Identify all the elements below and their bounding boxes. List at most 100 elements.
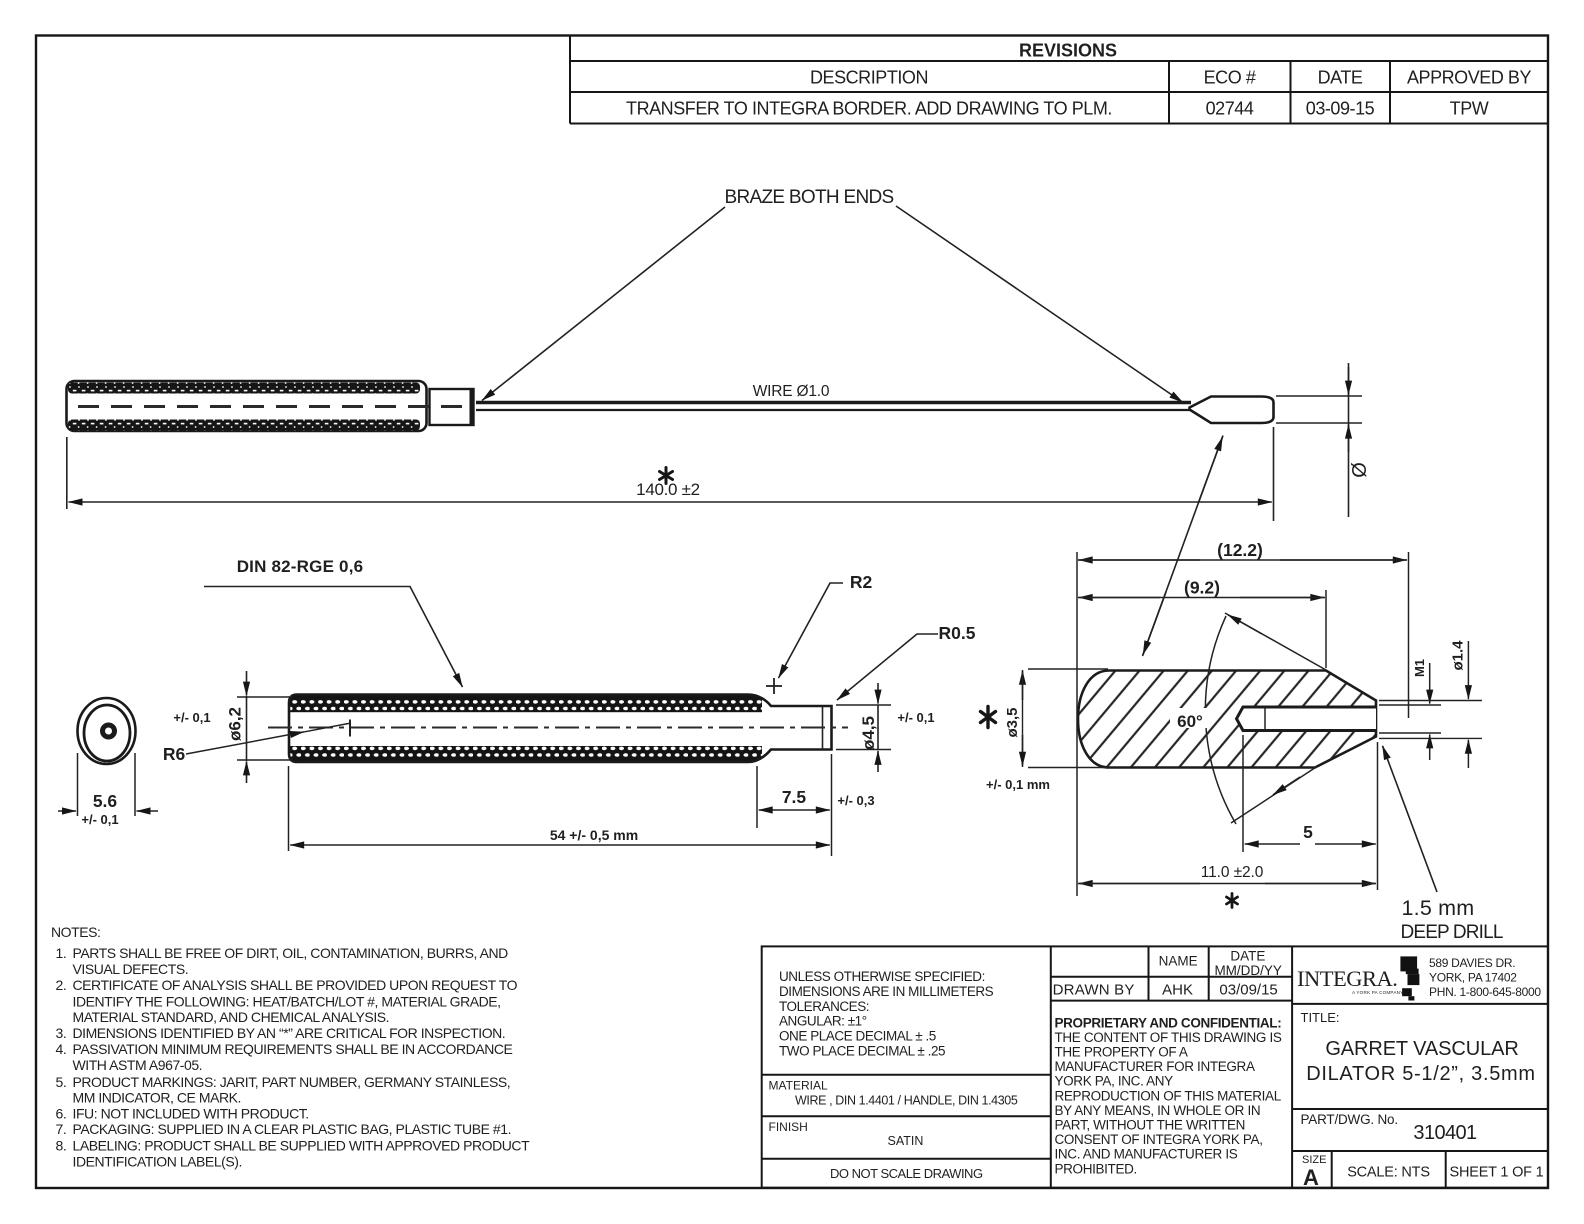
- svg-text:R6: R6: [163, 744, 186, 764]
- svg-text:589 DAVIES DR.: 589 DAVIES DR.: [1429, 956, 1515, 970]
- svg-text:M1: M1: [1412, 659, 1427, 677]
- svg-text:MM INDICATOR, CE MARK.: MM INDICATOR, CE MARK.: [73, 1090, 241, 1106]
- svg-text:MATERIAL STANDARD, AND CHEMICA: MATERIAL STANDARD, AND CHEMICAL ANALYSIS…: [73, 1009, 390, 1025]
- svg-text:4.: 4.: [56, 1041, 67, 1057]
- svg-text:(9.2): (9.2): [1184, 578, 1220, 598]
- svg-text:PROPRIETARY AND CONFIDENTIAL:: PROPRIETARY AND CONFIDENTIAL:: [1055, 1015, 1282, 1030]
- svg-text:2.: 2.: [56, 977, 67, 993]
- svg-text:02744: 02744: [1206, 99, 1254, 119]
- svg-text:YORK PA, INC. ANY: YORK PA, INC. ANY: [1055, 1074, 1174, 1089]
- svg-text:PHN. 1-800-645-8000: PHN. 1-800-645-8000: [1429, 985, 1541, 999]
- svg-text:IFU: NOT INCLUDED WITH PRODUCT: IFU: NOT INCLUDED WITH PRODUCT.: [73, 1106, 309, 1122]
- svg-text:SCALE: NTS: SCALE: NTS: [1347, 1165, 1430, 1181]
- svg-text:PASSIVATION MINIMUM REQUIREMEN: PASSIVATION MINIMUM REQUIREMENTS SHALL B…: [73, 1041, 513, 1057]
- svg-text:DO NOT SCALE DRAWING: DO NOT SCALE DRAWING: [830, 1166, 983, 1181]
- svg-text:CONSENT OF INTEGRA YORK PA,: CONSENT OF INTEGRA YORK PA,: [1055, 1132, 1263, 1147]
- svg-text:ANGULAR: ±1°: ANGULAR: ±1°: [779, 1014, 867, 1029]
- svg-text:WITH ASTM A967-05.: WITH ASTM A967-05.: [73, 1057, 203, 1073]
- svg-text:R0.5: R0.5: [939, 623, 976, 643]
- svg-text:TRANSFER TO INTEGRA BORDER. AD: TRANSFER TO INTEGRA BORDER. ADD DRAWING …: [626, 99, 1112, 119]
- svg-text:ECO #: ECO #: [1204, 68, 1256, 88]
- svg-text:PART/DWG. No.: PART/DWG. No.: [1301, 1112, 1398, 1127]
- svg-text:5.: 5.: [56, 1074, 67, 1090]
- svg-text:TOLERANCES:: TOLERANCES:: [779, 999, 869, 1014]
- svg-text:+/- 0,1: +/- 0,1: [897, 710, 934, 725]
- svg-text:PACKAGING: SUPPLIED IN A CLEAR: PACKAGING: SUPPLIED IN A CLEAR PLASTIC B…: [73, 1121, 512, 1137]
- svg-text:A: A: [1303, 1165, 1319, 1190]
- svg-text:BY ANY MEANS, IN WHOLE OR IN: BY ANY MEANS, IN WHOLE OR IN: [1055, 1103, 1261, 1118]
- svg-text:DESCRIPTION: DESCRIPTION: [810, 68, 928, 88]
- svg-text:7.5: 7.5: [782, 787, 807, 807]
- svg-text:DILATOR 5-1/2”, 3.5mm: DILATOR 5-1/2”, 3.5mm: [1306, 1063, 1536, 1085]
- svg-text:DATE: DATE: [1318, 68, 1363, 88]
- svg-text:60°: 60°: [1177, 712, 1203, 731]
- svg-text:PART, WITHOUT THE WRITTEN: PART, WITHOUT THE WRITTEN: [1055, 1118, 1246, 1133]
- svg-text:MATERIAL: MATERIAL: [769, 1079, 828, 1093]
- svg-text:AHK: AHK: [1162, 982, 1193, 999]
- svg-text:REVISIONS: REVISIONS: [1019, 41, 1117, 61]
- svg-text:TPW: TPW: [1450, 99, 1489, 119]
- svg-text:3.: 3.: [56, 1025, 67, 1041]
- svg-text:THE CONTENT OF THIS DRAWING IS: THE CONTENT OF THIS DRAWING IS: [1055, 1030, 1282, 1045]
- svg-text:NOTES:: NOTES:: [51, 924, 100, 940]
- svg-text:APPROVED BY: APPROVED BY: [1407, 68, 1532, 88]
- svg-text:03/09/15: 03/09/15: [1219, 982, 1277, 999]
- svg-text:NAME: NAME: [1159, 954, 1198, 969]
- svg-text:IDENTIFY THE FOLLOWING: HEAT/B: IDENTIFY THE FOLLOWING: HEAT/BATCH/LOT #…: [73, 993, 501, 1009]
- svg-text:ONE PLACE DECIMAL ± .5: ONE PLACE DECIMAL ± .5: [779, 1029, 936, 1044]
- svg-text:1.5 mm: 1.5 mm: [1402, 896, 1475, 920]
- svg-text:UNLESS OTHERWISE SPECIFIED:: UNLESS OTHERWISE SPECIFIED:: [779, 969, 985, 984]
- svg-text:TWO PLACE DECIMAL ± .25: TWO PLACE DECIMAL ± .25: [779, 1044, 945, 1059]
- svg-text:DIN 82-RGE 0,6: DIN 82-RGE 0,6: [237, 557, 364, 576]
- svg-text:DRAWN BY: DRAWN BY: [1053, 982, 1135, 999]
- svg-text:5: 5: [1303, 822, 1313, 842]
- svg-text:GARRET VASCULAR: GARRET VASCULAR: [1325, 1038, 1518, 1060]
- svg-text:SHEET 1 OF 1: SHEET 1 OF 1: [1449, 1165, 1543, 1181]
- svg-text:+/- 0,1: +/- 0,1: [81, 812, 118, 827]
- svg-text:+/- 0,1 mm: +/- 0,1 mm: [986, 777, 1050, 792]
- svg-text:6.: 6.: [56, 1106, 67, 1122]
- svg-text:INTEGRA.: INTEGRA.: [1297, 966, 1397, 991]
- svg-text:PRODUCT MARKINGS: JARIT, PART: PRODUCT MARKINGS: JARIT, PART NUMBER, GE…: [73, 1074, 511, 1090]
- svg-text:DIMENSIONS IDENTIFIED BY AN “*: DIMENSIONS IDENTIFIED BY AN “*” ARE CRIT…: [73, 1025, 506, 1041]
- svg-text:ø6,2: ø6,2: [226, 707, 245, 741]
- svg-text:ø1.4: ø1.4: [1450, 640, 1467, 671]
- svg-text:WIRE , DIN 1.4401 / HANDLE, DI: WIRE , DIN 1.4401 / HANDLE, DIN 1.4305: [795, 1094, 1018, 1108]
- svg-text:A YORK PA COMPANY: A YORK PA COMPANY: [1352, 990, 1403, 995]
- svg-text:DEEP DRILL: DEEP DRILL: [1401, 922, 1503, 943]
- svg-text:8.: 8.: [56, 1137, 67, 1153]
- svg-text:FINISH: FINISH: [769, 1120, 808, 1134]
- svg-text:REPRODUCTION OF THIS MATERIAL: REPRODUCTION OF THIS MATERIAL: [1055, 1088, 1282, 1103]
- svg-text:Ø: Ø: [1349, 462, 1371, 478]
- svg-text:R2: R2: [850, 572, 873, 592]
- svg-text:310401: 310401: [1413, 1122, 1477, 1144]
- svg-text:ø3,5: ø3,5: [1004, 707, 1021, 737]
- svg-text:PROHIBITED.: PROHIBITED.: [1055, 1161, 1137, 1176]
- svg-text:140.0 ±2: 140.0 ±2: [636, 480, 700, 499]
- svg-text:TITLE:: TITLE:: [1301, 1010, 1340, 1025]
- svg-text:ø4,5: ø4,5: [859, 716, 878, 750]
- svg-text:YORK, PA 17402: YORK, PA 17402: [1429, 971, 1517, 985]
- svg-text:+/- 0,1: +/- 0,1: [173, 710, 210, 725]
- svg-text:DIMENSIONS ARE IN MILLIMETERS: DIMENSIONS ARE IN MILLIMETERS: [779, 984, 994, 999]
- svg-text:VISUAL DEFECTS.: VISUAL DEFECTS.: [73, 961, 189, 977]
- svg-text:5.6: 5.6: [93, 791, 118, 811]
- svg-text:(12.2): (12.2): [1217, 540, 1263, 560]
- svg-text:BRAZE BOTH ENDS: BRAZE BOTH ENDS: [725, 187, 894, 208]
- svg-text:MM/DD/YY: MM/DD/YY: [1214, 963, 1282, 978]
- svg-text:THE PROPERTY OF A: THE PROPERTY OF A: [1055, 1045, 1188, 1060]
- svg-text:CERTIFICATE OF ANALYSIS SHALL: CERTIFICATE OF ANALYSIS SHALL BE PROVIDE…: [73, 977, 518, 993]
- svg-text:PARTS SHALL BE FREE OF DIRT, O: PARTS SHALL BE FREE OF DIRT, OIL, CONTAM…: [73, 945, 509, 961]
- svg-text:MANUFACTURER FOR INTEGRA: MANUFACTURER FOR INTEGRA: [1055, 1059, 1255, 1074]
- svg-text:DATE: DATE: [1230, 949, 1265, 964]
- svg-text:7.: 7.: [56, 1121, 67, 1137]
- svg-text:IDENTIFICATION LABEL(S).: IDENTIFICATION LABEL(S).: [73, 1153, 242, 1169]
- svg-text:03-09-15: 03-09-15: [1306, 99, 1375, 119]
- svg-text:SATIN: SATIN: [888, 1134, 924, 1148]
- svg-text:SIZE: SIZE: [1302, 1154, 1326, 1166]
- svg-text:1.: 1.: [56, 945, 67, 961]
- svg-text:+/- 0,3: +/- 0,3: [837, 793, 874, 808]
- svg-text:WIRE Ø1.0: WIRE Ø1.0: [753, 383, 830, 400]
- svg-text:11.0 ±2.0: 11.0 ±2.0: [1201, 864, 1264, 881]
- svg-text:LABELING: PRODUCT SHALL BE SUP: LABELING: PRODUCT SHALL BE SUPPLIED WITH…: [73, 1137, 531, 1153]
